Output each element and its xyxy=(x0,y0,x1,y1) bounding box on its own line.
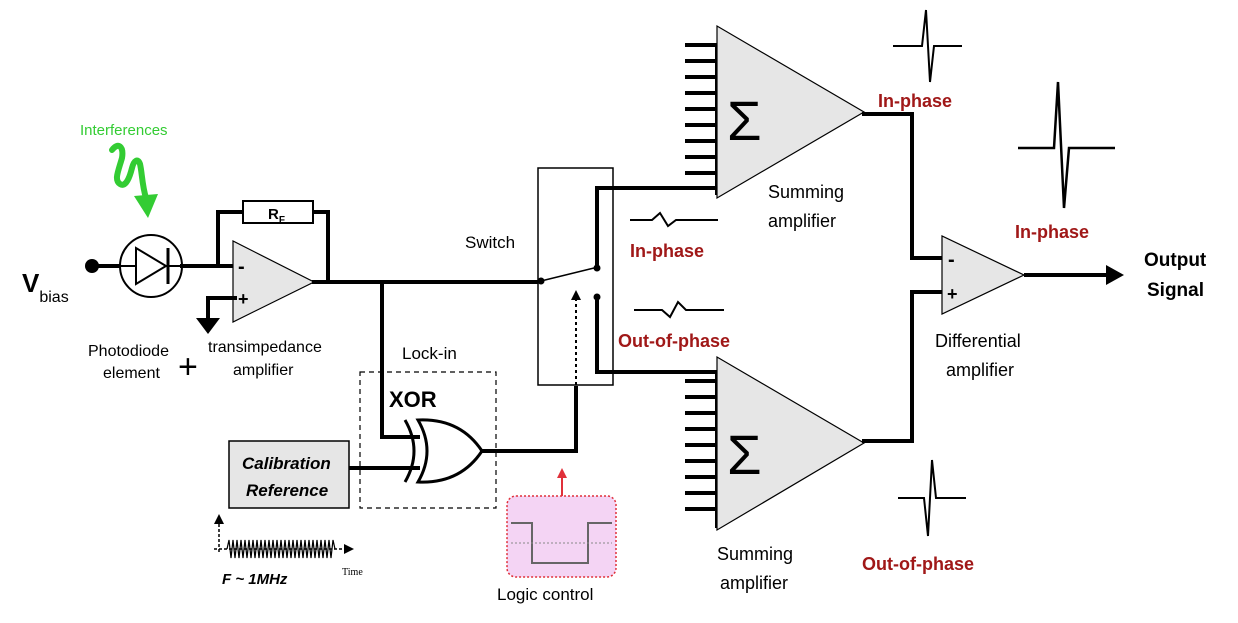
tia-minus-label: - xyxy=(238,256,245,278)
top-summing-label-line1: Summing xyxy=(768,182,844,202)
interference-squiggle-icon xyxy=(109,142,149,201)
top-input-lines xyxy=(685,43,719,175)
top-summing-label-line2: amplifier xyxy=(768,211,836,231)
ground-arrow-icon xyxy=(196,318,220,334)
logic-square-wave xyxy=(511,522,612,564)
oscillation-waveform xyxy=(226,539,336,559)
transimpedance-label-line2: amplifier xyxy=(233,362,294,379)
lockin-label: Lock-in xyxy=(402,344,457,363)
bottom-input-lines xyxy=(685,379,719,511)
bottom-summing-label-line2: amplifier xyxy=(720,573,788,593)
output-label-line1: Output xyxy=(1144,250,1207,271)
output-label-line2: Signal xyxy=(1147,280,1204,301)
frequency-label: F ~ 1MHz xyxy=(222,571,288,588)
feedback-resistor xyxy=(242,200,314,224)
inphase-top-label: In-phase xyxy=(878,91,952,111)
inphase-switch-label: In-phase xyxy=(630,241,704,261)
vbias-label: Vbias xyxy=(22,268,69,306)
plus-sign-label: + xyxy=(178,348,198,386)
transimpedance-amplifier xyxy=(232,240,316,323)
rf-label: RF xyxy=(268,206,285,226)
calibration-label-line2: Reference xyxy=(246,481,328,500)
interferences-label: Interferences xyxy=(80,122,168,139)
xor-gate-icon xyxy=(415,418,484,484)
bottom-summing-amplifier xyxy=(716,355,866,532)
bottom-outphase-waveform xyxy=(898,459,966,537)
inphase-switch-waveform xyxy=(630,211,718,228)
diff-minus-label: - xyxy=(948,249,955,271)
outphase-switch-waveform xyxy=(634,300,724,319)
diff-plus-label: + xyxy=(947,284,958,304)
top-summing-amplifier xyxy=(716,24,866,200)
xor-label: XOR xyxy=(389,387,437,412)
inphase-output-label: In-phase xyxy=(1015,222,1089,242)
diode-icon xyxy=(135,246,168,286)
switch-label: Switch xyxy=(465,233,515,252)
bottom-sigma-label: Σ xyxy=(727,423,762,486)
transimpedance-label-line1: transimpedance xyxy=(208,339,322,356)
photodiode-label-line1: Photodiode xyxy=(88,343,169,360)
tia-plus-label: + xyxy=(238,289,249,309)
output-inphase-waveform xyxy=(1018,81,1115,209)
differential-label-line1: Differential xyxy=(935,331,1021,351)
outphase-bottom-label: Out-of-phase xyxy=(862,554,974,574)
logic-control-label: Logic control xyxy=(497,585,593,604)
time-label: Time xyxy=(342,567,363,578)
calibration-label-line1: Calibration xyxy=(242,454,331,473)
differential-label-line2: amplifier xyxy=(946,360,1014,380)
calibration-reference-box xyxy=(228,440,350,509)
bottom-summing-label-line1: Summing xyxy=(717,544,793,564)
outphase-switch-label: Out-of-phase xyxy=(618,331,730,351)
top-inphase-waveform xyxy=(893,9,962,83)
photodiode-label-line2: element xyxy=(103,365,160,382)
lockin-box xyxy=(359,371,497,509)
differential-amplifier xyxy=(941,235,1026,315)
output-arrowhead-icon xyxy=(1106,265,1124,285)
top-sigma-label: Σ xyxy=(727,89,762,152)
interference-arrowhead-icon xyxy=(134,194,158,218)
logic-control-box xyxy=(506,495,617,578)
